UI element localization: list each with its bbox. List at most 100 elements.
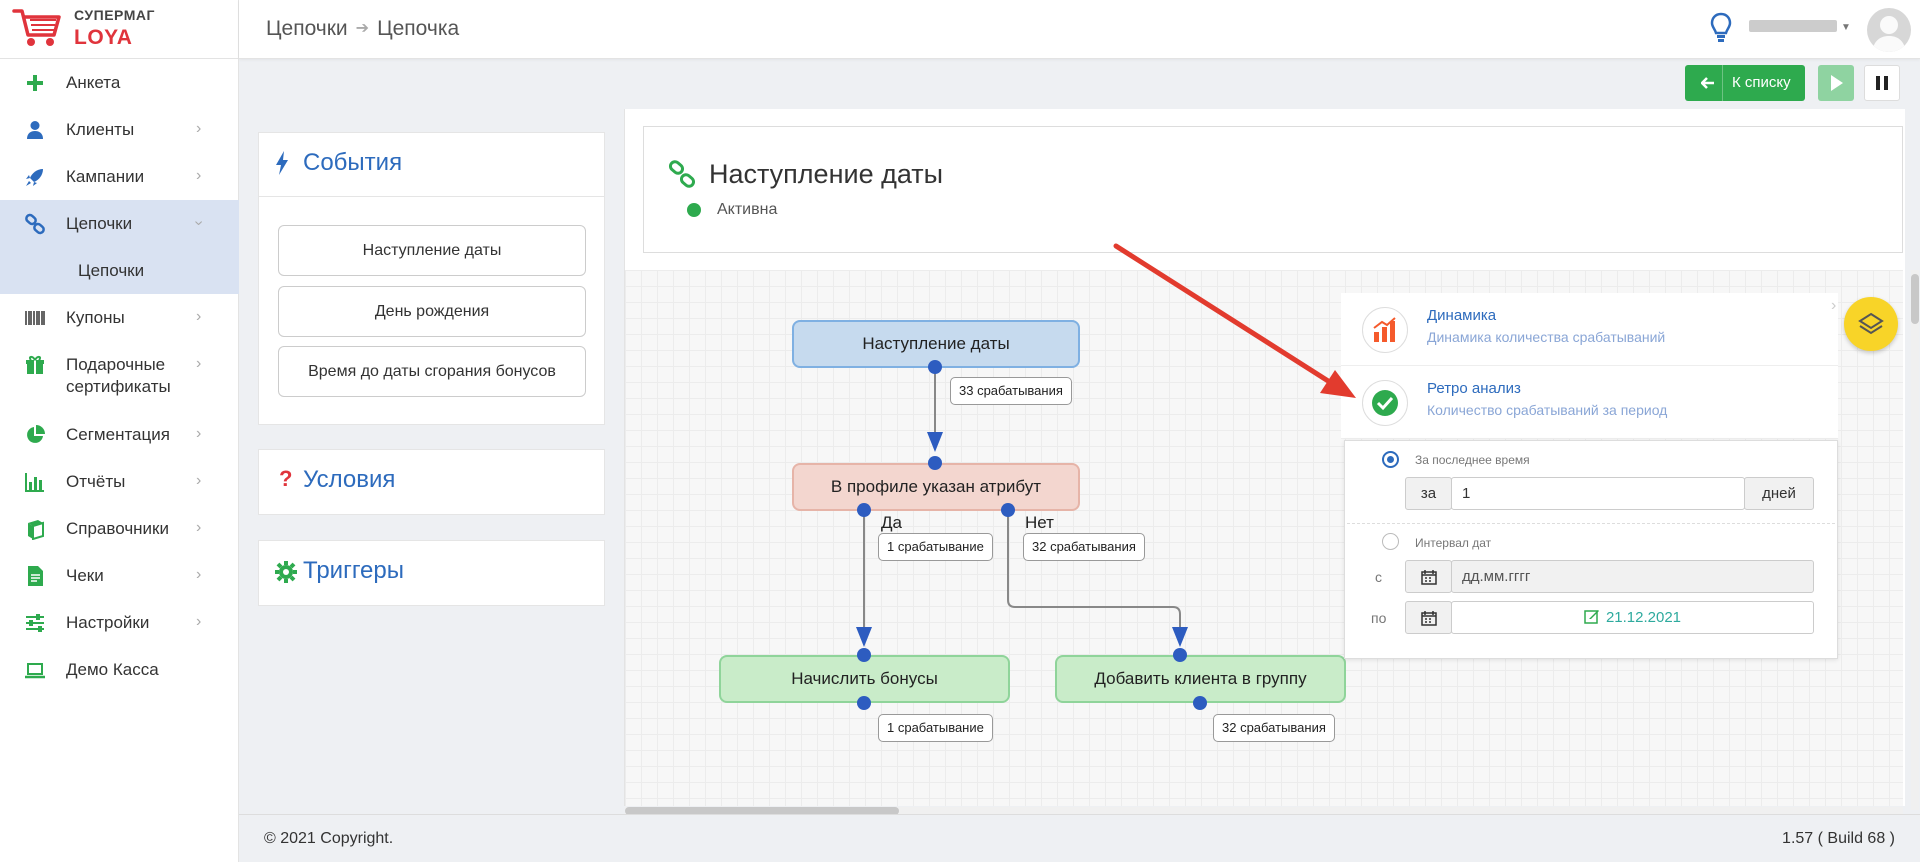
rocket-icon [26, 169, 43, 186]
chevron-right-icon: › [196, 613, 202, 630]
event-bonus-expiry-button[interactable]: Время до даты сгорания бонусов [278, 346, 586, 397]
flow-badge-yes: 1 срабатывание [878, 533, 993, 561]
sidebar-item-coupons[interactable]: Купоны › [0, 294, 239, 341]
conditions-header[interactable]: ? Условия [259, 450, 604, 514]
sidebar-item-label: Анкета [66, 73, 121, 92]
node-port[interactable] [1193, 696, 1207, 710]
back-to-list-label: К списку [1732, 74, 1791, 91]
edge-label-no: Нет [1025, 513, 1054, 532]
top-bar: Цепочки➔Цепочка ▼ [239, 0, 1920, 59]
event-date-button[interactable]: Наступление даты [278, 225, 586, 276]
username-blurred[interactable] [1749, 20, 1837, 32]
chain-title-card: Наступление даты Активна [643, 126, 1903, 253]
chevron-right-icon: › [196, 425, 202, 442]
events-header[interactable]: События [259, 133, 604, 197]
node-port[interactable] [857, 503, 871, 517]
node-port[interactable] [857, 696, 871, 710]
chevron-right-icon: › [196, 355, 202, 372]
breadcrumb-arrow-icon: ➔ [355, 20, 370, 37]
chevron-right-icon: › [196, 519, 202, 536]
horizontal-scroll-thumb[interactable] [625, 807, 899, 815]
question-icon: ? [279, 466, 293, 491]
edit-icon [1584, 610, 1599, 624]
dynamics-chart-icon [1362, 307, 1408, 353]
retro-subtitle: Количество срабатываний за период [1427, 402, 1668, 418]
radio-recent-label: За последнее время [1415, 453, 1530, 467]
sidebar-item-label: Цепочки [66, 214, 133, 233]
sidebar-item-label-line2: сертификаты [66, 377, 171, 396]
bar-chart-icon [25, 473, 44, 492]
avatar[interactable] [1867, 8, 1911, 52]
pause-button[interactable] [1864, 65, 1900, 101]
node-port[interactable] [928, 360, 942, 374]
user-menu-caret-icon[interactable]: ▼ [1841, 22, 1851, 33]
sidebar-item-demo-cash[interactable]: Демо Касса [0, 646, 239, 693]
radio-recent[interactable] [1382, 451, 1399, 468]
sidebar-item-clients[interactable]: Клиенты › [0, 106, 239, 153]
radio-interval[interactable] [1382, 533, 1399, 550]
book-icon [28, 520, 44, 540]
node-port[interactable] [1001, 503, 1015, 517]
sidebar-item-reports[interactable]: Отчёты › [0, 458, 239, 505]
sidebar-item-label: Цепочки [78, 261, 145, 280]
events-title: События [303, 149, 403, 176]
for-value-input[interactable]: 1 [1451, 477, 1745, 510]
version: 1.57 ( Build 68 ) [1782, 830, 1895, 847]
lightbulb-icon[interactable] [1710, 12, 1732, 44]
user-icon [27, 121, 43, 139]
sidebar-item-directories[interactable]: Справочники › [0, 505, 239, 552]
cart-logo-icon [12, 9, 61, 46]
flow-badge-action-yes: 1 срабатывание [878, 714, 993, 742]
play-icon [1831, 75, 1843, 91]
barcode-icon [25, 311, 45, 325]
chain-status: Активна [717, 201, 778, 218]
sidebar-item-label: Чеки [66, 566, 104, 585]
breadcrumb-root[interactable]: Цепочки [266, 17, 348, 40]
sidebar-subitem-chains[interactable]: Цепочки [0, 247, 239, 294]
sidebar-item-campaigns[interactable]: Кампании › [0, 153, 239, 200]
flow-badge-action-no: 32 срабатывания [1213, 714, 1335, 742]
node-port[interactable] [928, 456, 942, 470]
sidebar-item-receipts[interactable]: Чеки › [0, 552, 239, 599]
calendar-icon[interactable] [1405, 601, 1452, 634]
calendar-icon[interactable] [1405, 560, 1452, 593]
chevron-right-icon: › [196, 120, 202, 137]
footer: © 2021 Copyright. 1.57 ( Build 68 ) [239, 814, 1920, 862]
retro-form: За последнее время за 1 дней Интервал да… [1344, 440, 1838, 659]
stats-panel: Динамика Динамика количества срабатывани… [1341, 293, 1838, 659]
triggers-title: Триггеры [303, 557, 404, 584]
play-button[interactable] [1818, 65, 1854, 101]
flow-node-action-no[interactable]: Добавить клиента в группу [1055, 655, 1346, 703]
event-birthday-button[interactable]: День рождения [278, 286, 586, 337]
close-icon[interactable]: › [1831, 297, 1837, 314]
triggers-panel[interactable]: Триггеры [258, 540, 605, 606]
triggers-header[interactable]: Триггеры [259, 541, 604, 605]
vertical-scrollbar[interactable] [1911, 270, 1919, 810]
vertical-scroll-thumb[interactable] [1911, 274, 1919, 324]
sidebar-item-label: Демо Касса [66, 660, 159, 679]
from-date-input[interactable]: дд.мм.гггг [1451, 560, 1814, 593]
horizontal-scrollbar[interactable] [625, 807, 1903, 815]
plus-icon [27, 75, 43, 91]
brand-line1: СУПЕРМАГ [74, 7, 155, 23]
sidebar-item-settings[interactable]: Настройки › [0, 599, 239, 646]
sidebar-item-segmentation[interactable]: Сегментация › [0, 411, 239, 458]
conditions-panel[interactable]: ? Условия [258, 449, 605, 515]
layers-button[interactable] [1844, 297, 1898, 351]
logo[interactable]: СУПЕРМАГ LOYA [0, 0, 239, 59]
node-port[interactable] [857, 648, 871, 662]
brand-line2: LOYA [74, 26, 133, 49]
retro-analysis-item[interactable]: Ретро анализ Количество срабатываний за … [1341, 366, 1838, 439]
sidebar-item-anketa[interactable]: Анкета [0, 59, 239, 106]
node-port[interactable] [1173, 648, 1187, 662]
lightning-icon [276, 151, 288, 175]
chevron-right-icon: › [196, 308, 202, 325]
dynamics-item[interactable]: Динамика Динамика количества срабатывани… [1341, 293, 1838, 366]
sidebar-item-chains[interactable]: Цепочки › [0, 200, 239, 247]
back-to-list-button[interactable]: К списку [1685, 65, 1805, 101]
conditions-title: Условия [303, 466, 396, 493]
to-date-input[interactable]: 21.12.2021 [1451, 601, 1814, 634]
